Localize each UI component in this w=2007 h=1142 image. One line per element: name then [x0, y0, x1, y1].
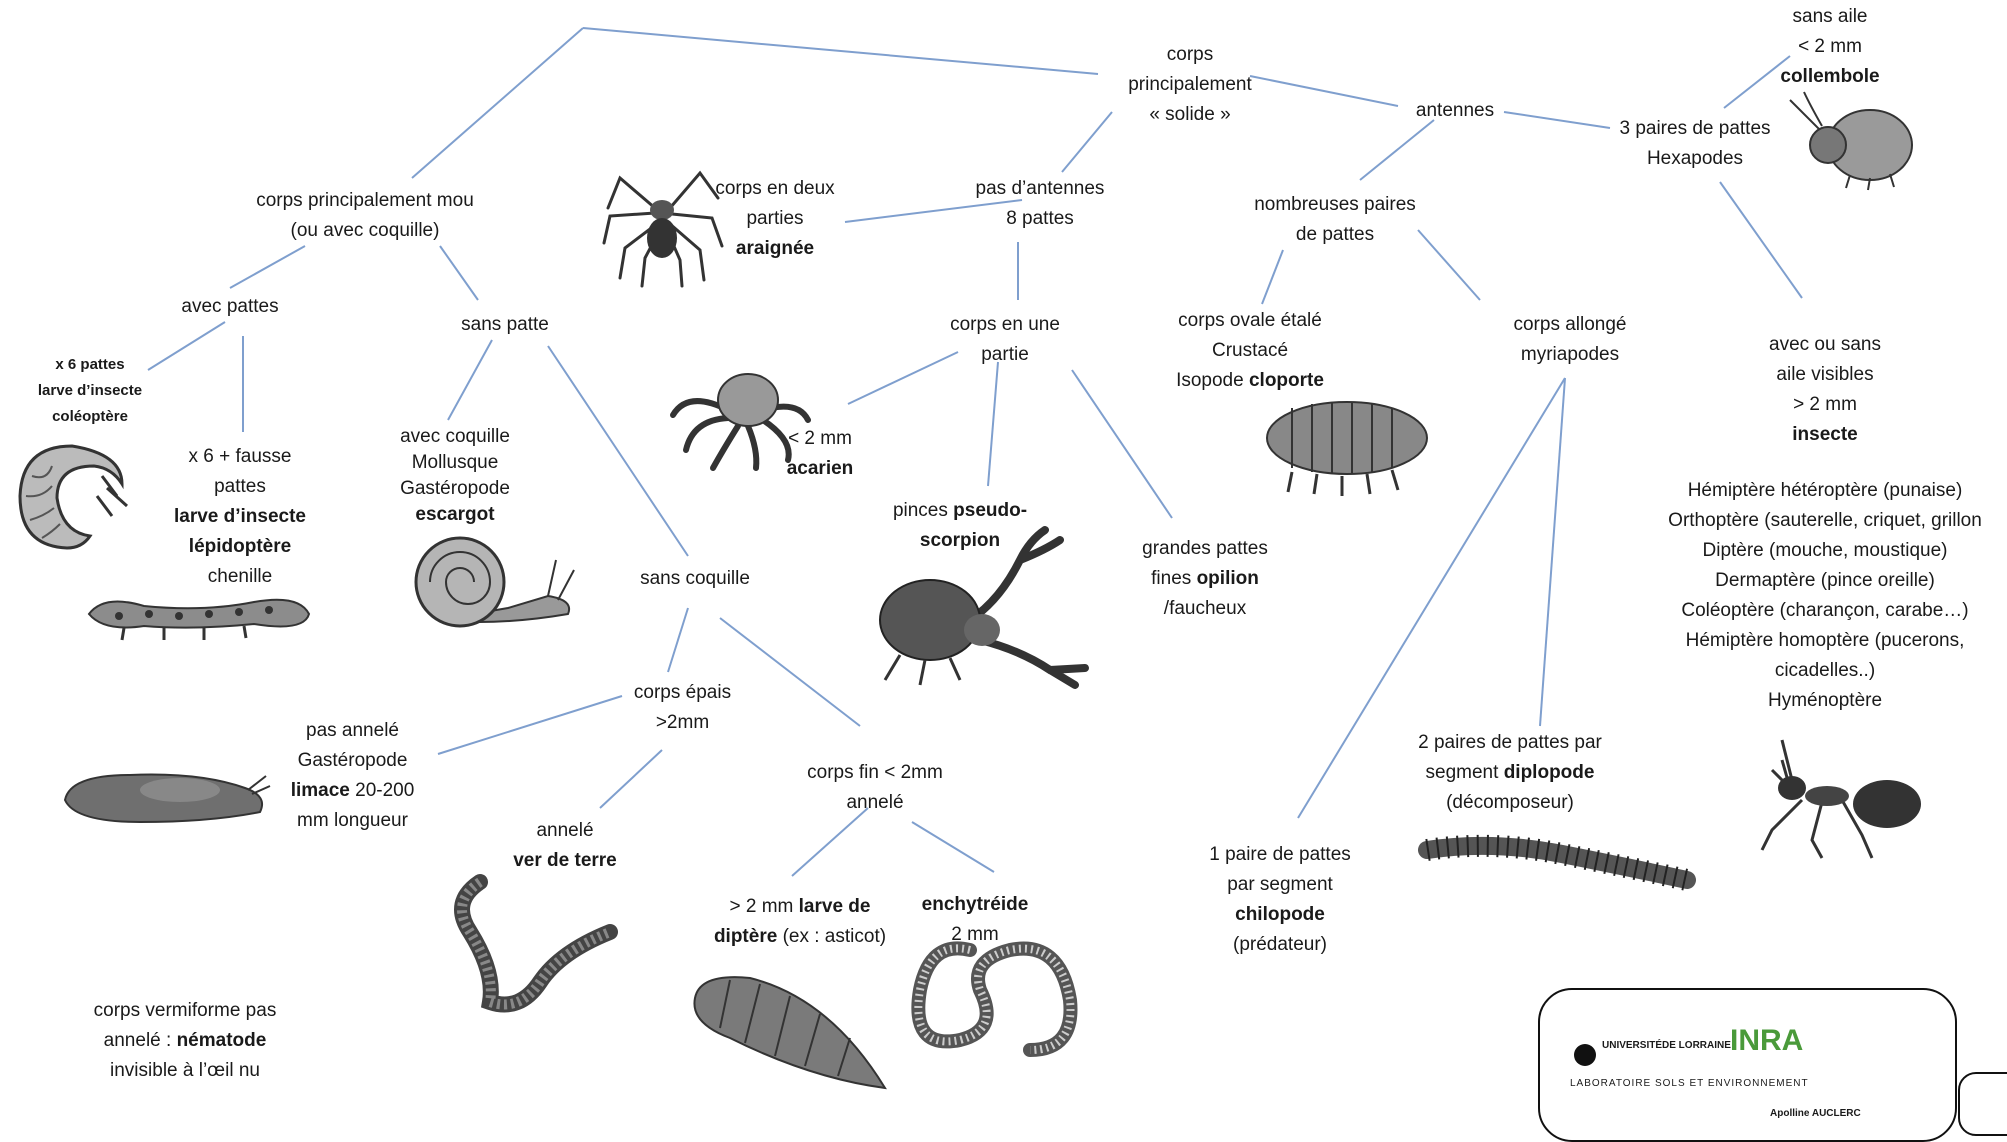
lab-name: LABORATOIRE SOLS ET ENVIRONNEMENT [1570, 1078, 1809, 1089]
branch-line [1250, 76, 1398, 106]
spider-drawing [600, 138, 725, 288]
caterpillar-drawing [84, 584, 314, 644]
snail-drawing [398, 530, 578, 630]
inra-logo: INRA [1730, 1024, 1803, 1058]
woodlouse-drawing [1262, 396, 1432, 496]
branch-line [412, 28, 583, 178]
branch-line [448, 340, 492, 420]
branch-line [600, 750, 662, 808]
enchytraeid-drawing [910, 930, 1080, 1070]
branch-line [1072, 370, 1172, 518]
branch-line [988, 362, 998, 486]
pseudoscorpion-drawing [870, 520, 1090, 690]
branch-line [1062, 112, 1112, 172]
fly-larva-drawing [690, 968, 890, 1098]
branch-line [548, 346, 688, 556]
logo-panel: UNIVERSITÉDE LORRAINE INRA LABORATOIRE S… [1538, 988, 1957, 1142]
node-antennes: antennes [1395, 96, 1515, 126]
branch-line [230, 246, 305, 288]
ant-drawing [1762, 730, 1932, 860]
author-name: Apolline AUCLERC [1770, 1108, 1861, 1119]
branch-line [1540, 378, 1565, 726]
node-mou: corps principalement mou(ou avec coquill… [230, 186, 500, 246]
university-name: UNIVERSITÉDE LORRAINE [1602, 1040, 1731, 1051]
branch-line [1504, 112, 1610, 128]
earthworm-drawing [450, 872, 620, 1012]
branch-line [1262, 250, 1283, 304]
beetle-larva-drawing [12, 436, 142, 556]
mite-drawing [668, 360, 818, 470]
millipede-drawing [1422, 820, 1692, 900]
branch-line [912, 822, 994, 872]
insect-orders-list: Hémiptère hétéroptère (punaise)Orthoptèr… [1650, 476, 2000, 716]
university-logo [1574, 1044, 1596, 1066]
branch-line [440, 246, 478, 300]
node-avec-pattes: avec pattes [160, 292, 300, 322]
node-sans-patte: sans patte [440, 310, 570, 340]
logo-panel-corner [1958, 1072, 2007, 1136]
branch-line [1418, 230, 1480, 300]
node-sans-coquille: sans coquille [620, 564, 770, 594]
slug-drawing [60, 760, 270, 830]
branch-line [438, 696, 622, 754]
branch-line [1720, 182, 1802, 298]
node-corps-epais: corps épais>2mm [615, 678, 750, 738]
branch-line [668, 608, 688, 672]
branch-line [583, 28, 1098, 74]
collembola-drawing [1790, 90, 1920, 190]
branch-line [1360, 120, 1434, 180]
branch-line [792, 808, 868, 876]
